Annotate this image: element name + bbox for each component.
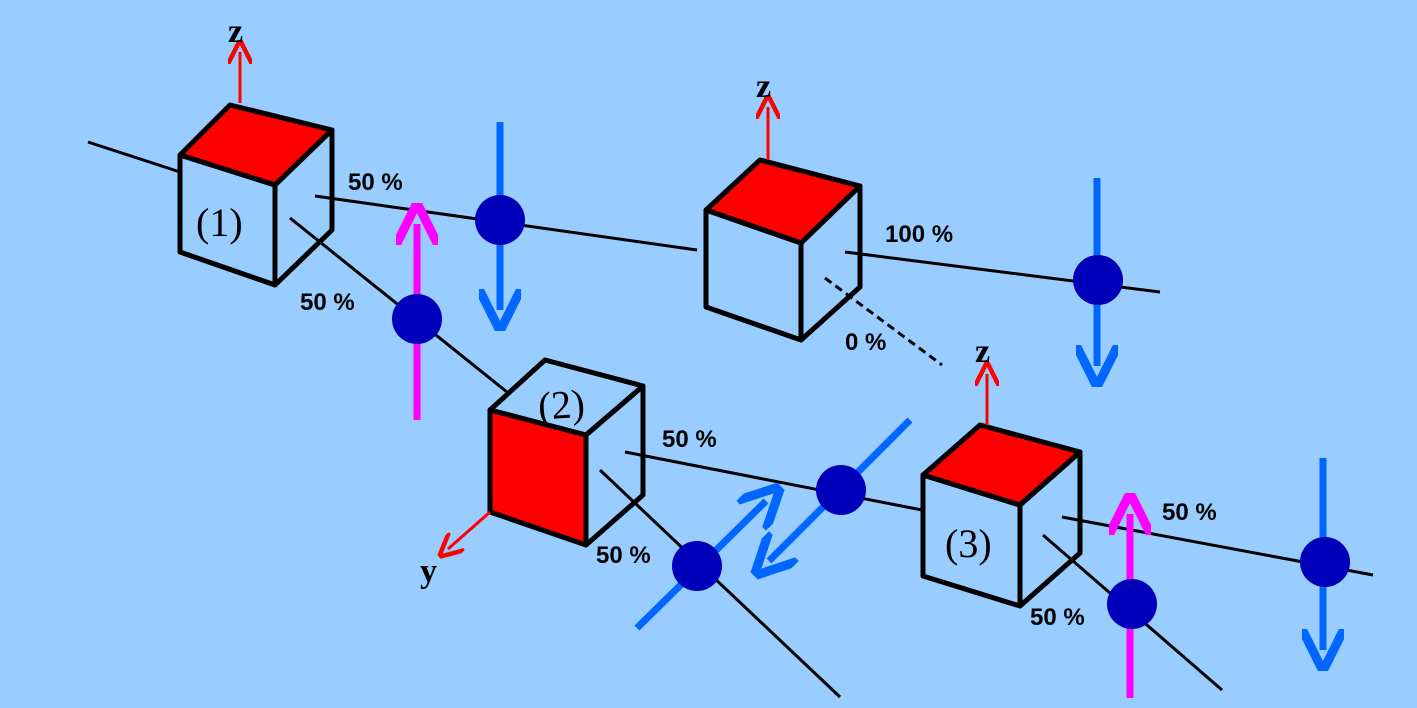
- balls: [392, 195, 1350, 629]
- line-2-out: [598, 468, 842, 699]
- cube-3: (3): [920, 422, 1083, 609]
- ball-6: [1107, 579, 1157, 629]
- ball-2: [392, 294, 442, 344]
- z-axis-label-2: z: [756, 68, 771, 105]
- cube-3-top-face: [920, 422, 1083, 508]
- cube-1-right-face: [272, 127, 335, 288]
- z-axis-label-1: z: [228, 13, 243, 50]
- pct-cube3-right: 50 %: [1162, 499, 1217, 526]
- pct-cube2-down: 50 %: [596, 542, 651, 569]
- connection-lines: [87, 140, 1374, 699]
- pct-cube1-right: 50 %: [348, 169, 403, 196]
- pct-cube2-right: 50 %: [662, 426, 717, 453]
- line-2-to-3: [624, 450, 923, 512]
- cube-1-label: (1): [196, 200, 243, 245]
- line-top-dashed: [824, 276, 943, 367]
- percent-labels: 50 % 50 % 100 % 0 % 50 % 50 % 50 % 50 %: [300, 169, 1217, 631]
- cube-2: (2): [487, 357, 646, 548]
- ball-1: [475, 195, 525, 245]
- y-axis-arrow: [448, 510, 491, 549]
- cube-3-label: (3): [945, 521, 992, 566]
- pct-cube3-down: 50 %: [1030, 604, 1085, 631]
- pct-top-down: 0 %: [845, 329, 886, 356]
- pct-top-right: 100 %: [885, 221, 953, 248]
- ball-5: [672, 541, 722, 591]
- z-axis-label-3: z: [975, 333, 990, 370]
- cube-2-label: (2): [536, 381, 586, 429]
- cube-1-top-face: [177, 102, 335, 188]
- cube-top-right-face: [798, 183, 863, 343]
- pct-cube1-down: 50 %: [300, 289, 355, 316]
- cube-2-right-face: [583, 383, 646, 548]
- y-axis-label: y: [420, 553, 437, 590]
- line-input: [87, 140, 181, 174]
- ball-4: [816, 465, 866, 515]
- cube-top-top-face: [703, 157, 863, 246]
- cube-top: [703, 157, 863, 343]
- ball-7: [1300, 537, 1350, 587]
- cube-2-front-face: [487, 407, 589, 548]
- ball-3: [1073, 255, 1123, 305]
- axes: z z z y: [228, 13, 990, 590]
- cube-1: (1): [177, 102, 335, 288]
- cube-3-right-face: [1017, 449, 1083, 609]
